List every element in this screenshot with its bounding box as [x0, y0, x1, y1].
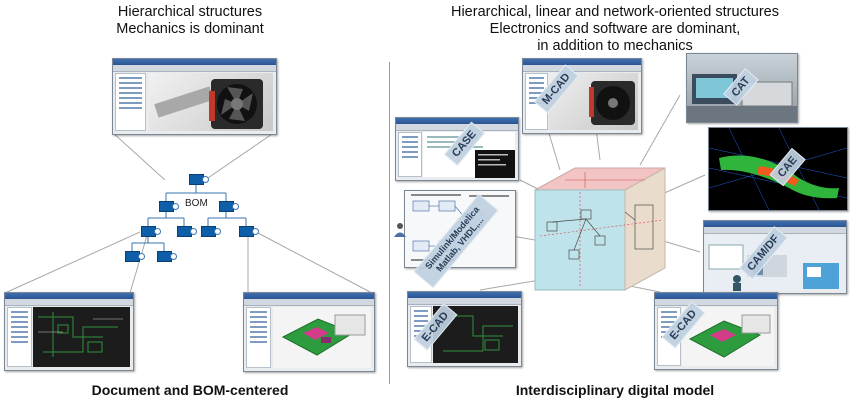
- fan-model-icon: [588, 81, 635, 125]
- window-titlebar: [408, 292, 521, 298]
- right-footer: Interdisciplinary digital model: [515, 382, 715, 398]
- factory-scene-icon: [708, 244, 839, 291]
- window-project-tree: [7, 307, 33, 367]
- left-pcb-screenshot: [243, 292, 375, 372]
- digital-model-cube: [534, 167, 666, 291]
- bom-node: [125, 251, 145, 262]
- left-header-line1: Hierarchical structures: [117, 4, 263, 20]
- window-toolbar: [396, 124, 518, 131]
- bom-node: [239, 226, 259, 237]
- window-toolbar: [244, 299, 374, 306]
- left-header: Hierarchical structures Mechanics is dom…: [40, 4, 340, 38]
- window-toolbar: [655, 299, 777, 306]
- bom-node: [157, 251, 177, 262]
- window-toolbar: [408, 298, 521, 305]
- bom-node: [219, 201, 239, 212]
- right-header: Hierarchical, linear and network-oriente…: [405, 4, 825, 55]
- bom-node: [141, 226, 161, 237]
- pcb-view: [272, 307, 371, 368]
- bom-node: [201, 226, 221, 237]
- window-project-tree: [246, 307, 272, 368]
- fan-model-view: [148, 73, 273, 131]
- left-footer: Document and BOM-centered: [91, 382, 289, 398]
- window-titlebar: [655, 293, 777, 299]
- pcb-board-icon: [281, 314, 366, 356]
- right-header-line1: Hierarchical, linear and network-oriente…: [450, 4, 779, 20]
- fan-model-view: [548, 73, 638, 130]
- user-person-icon: [394, 223, 406, 237]
- factory-view: [707, 235, 843, 291]
- bom-label: BOM: [185, 198, 208, 209]
- window-toolbar: [523, 65, 641, 72]
- right-header-line2: Electronics and software are dominant,: [489, 21, 741, 37]
- schematic-icon: [38, 312, 124, 357]
- bom-root-node: [189, 174, 209, 185]
- left-mcad-screenshot: [112, 58, 277, 135]
- window-toolbar: [113, 65, 276, 72]
- window-titlebar: [244, 293, 374, 299]
- schematic-view: [33, 307, 130, 367]
- window-titlebar: [523, 59, 641, 65]
- code-view: [422, 132, 515, 178]
- window-titlebar: [704, 221, 846, 227]
- left-schematic-screenshot: [4, 292, 134, 371]
- vertical-divider: [389, 62, 390, 384]
- pcb-board-icon: [688, 314, 771, 358]
- left-header-line2: Mechanics is dominant: [116, 21, 264, 37]
- bom-node: [177, 226, 197, 237]
- window-titlebar: [5, 293, 133, 299]
- mcad-screenshot: [522, 58, 642, 134]
- bom-node: [159, 201, 179, 212]
- window-project-tree: [398, 132, 422, 177]
- right-header-line3: in addition to mechanics: [537, 38, 693, 54]
- code-editor-icon: [426, 136, 515, 178]
- window-titlebar: [396, 118, 518, 124]
- fan-model-icon: [154, 79, 263, 129]
- window-toolbar: [5, 299, 133, 306]
- window-titlebar: [113, 59, 276, 65]
- window-feature-tree: [115, 73, 147, 131]
